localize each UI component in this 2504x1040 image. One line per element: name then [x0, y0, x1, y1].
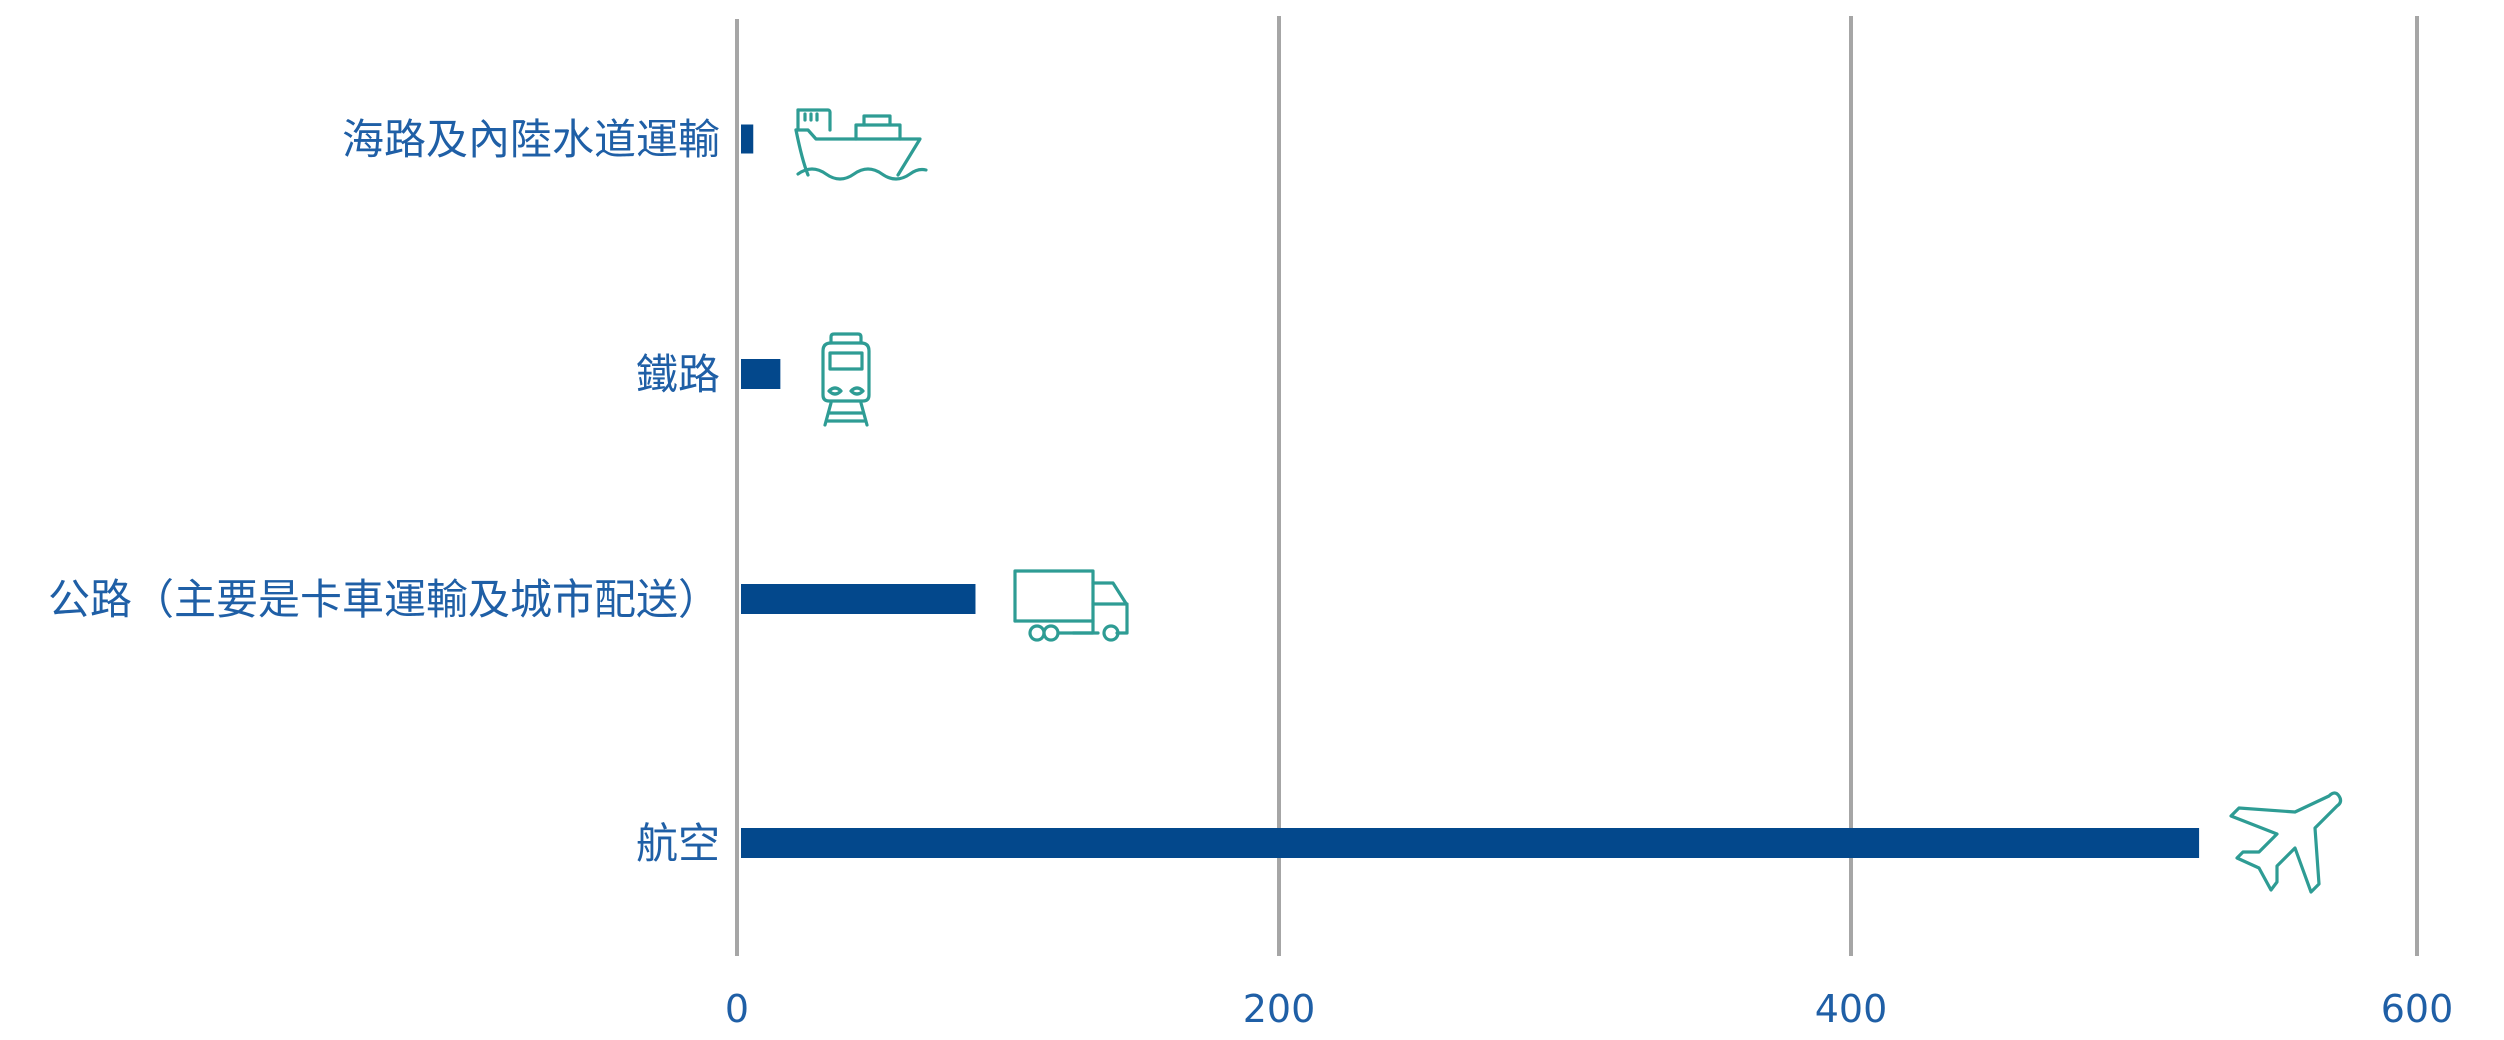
bar	[741, 359, 781, 389]
x-axis-tick-labels: 0 200 400 600	[725, 987, 2453, 1031]
category-label: 鐵路	[636, 350, 720, 399]
train-icon	[821, 332, 871, 427]
x-tick-label: 200	[1243, 987, 1316, 1031]
bar	[741, 828, 2200, 858]
truck-icon	[1013, 569, 1129, 642]
category-label: 航空	[636, 819, 720, 868]
x-tick-label: 600	[2381, 987, 2454, 1031]
gridlines	[735, 16, 2419, 956]
bar	[741, 124, 754, 154]
bar	[741, 584, 976, 614]
bars	[741, 124, 2200, 858]
ship-icon	[794, 108, 928, 181]
x-tick-label: 0	[725, 987, 749, 1031]
icons	[794, 108, 2343, 894]
airplane-icon	[2229, 791, 2343, 894]
category-label: 公路（主要是卡車運輸及城市配送）	[48, 575, 720, 624]
category-label: 海路及內陸水道運輸	[342, 115, 720, 164]
x-tick-label: 400	[1815, 987, 1888, 1031]
